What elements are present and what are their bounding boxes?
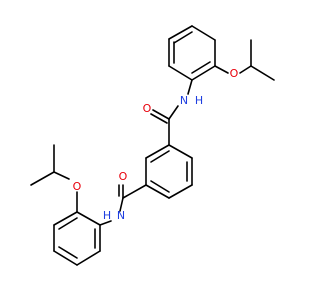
atom-label-n-amide-top: N <box>180 94 188 107</box>
bond-lines <box>30 25 275 266</box>
atom-label-o-ether-top: O <box>230 67 239 80</box>
atom-label-o-carbonyl-top: O <box>143 102 152 115</box>
atom-label-o-ether-bottom: O <box>73 180 82 193</box>
atom-labels: O N H O O O H N <box>73 67 239 222</box>
atom-label-h-amide-bottom: H <box>103 209 111 222</box>
atom-label-o-carbonyl-bottom: O <box>119 170 128 183</box>
atom-label-n-amide-bottom: N <box>117 209 125 222</box>
atom-label-h-amide-top: H <box>195 94 203 107</box>
molecule-structure: O N H O O O H N <box>30 25 275 266</box>
